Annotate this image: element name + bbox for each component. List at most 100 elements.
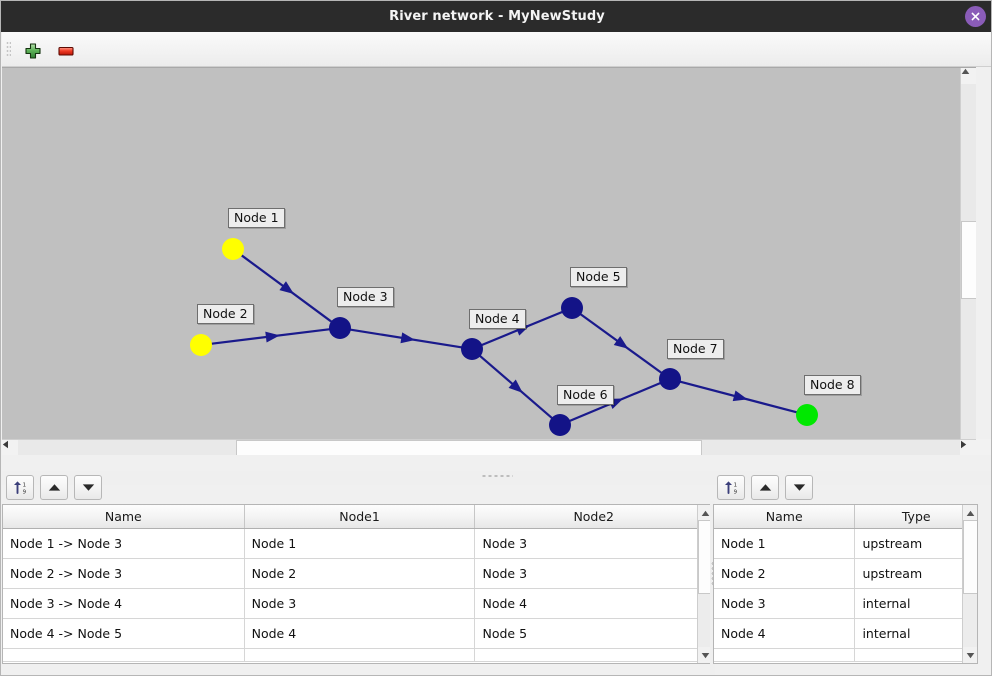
table-cell[interactable]: Node 2	[714, 558, 856, 589]
table-cell[interactable]: Node 4 -> Node 5	[3, 618, 245, 649]
nodes-toolbar: 1 9	[713, 473, 813, 501]
table-cell[interactable]: Node 3	[244, 588, 476, 619]
table-cell[interactable]: Node 2 -> Node 3	[3, 558, 245, 589]
reaches-move-down-button[interactable]	[74, 474, 102, 500]
table-cell[interactable]: Node 3	[714, 588, 856, 619]
graph-node[interactable]	[659, 368, 681, 390]
reaches-move-up-button[interactable]	[40, 474, 68, 500]
nodes-move-up-button[interactable]	[751, 474, 779, 500]
column-header-node2[interactable]: Node2	[474, 505, 712, 529]
graph-node-label[interactable]: Node 2	[197, 304, 254, 324]
nodes-move-down-button[interactable]	[785, 474, 813, 500]
table-cell[interactable]: internal	[854, 588, 977, 619]
graph-node-label[interactable]: Node 5	[570, 267, 627, 287]
vertical-pane-divider[interactable]	[710, 501, 715, 675]
edge-arrowhead	[732, 390, 748, 402]
table-cell[interactable]	[244, 648, 476, 662]
reaches-vertical-scrollbar[interactable]	[697, 505, 712, 663]
table-cell[interactable]: Node 2	[244, 558, 476, 589]
svg-text:1: 1	[733, 482, 736, 488]
table-cell[interactable]	[854, 648, 977, 662]
column-header-name[interactable]: Name	[3, 505, 245, 529]
table-cell[interactable]: upstream	[854, 558, 977, 589]
add-node-button[interactable]	[20, 38, 46, 64]
graph-node-label[interactable]: Node 1	[228, 208, 285, 228]
nodes-scroll-thumb[interactable]	[963, 520, 977, 594]
table-cell[interactable]: Node 1	[244, 528, 476, 559]
scroll-left-button[interactable]	[2, 440, 18, 455]
graph-node[interactable]	[461, 338, 483, 360]
scroll-up-button[interactable]	[961, 68, 976, 84]
graph-canvas-container: Node 1 Node 2 Node 3 Node 4 Node 5 Node 6 Node…	[2, 67, 991, 471]
table-cell[interactable]: Node 4	[714, 618, 856, 649]
table-cell[interactable]	[474, 648, 712, 662]
graph-node-label[interactable]: Node 6	[557, 385, 614, 405]
nodes-group	[190, 238, 818, 436]
table-cell[interactable]: Node 4	[244, 618, 476, 649]
column-header-name[interactable]: Name	[714, 505, 856, 529]
reaches-scroll-down-button[interactable]	[698, 647, 712, 663]
table-cell[interactable]: Node 4	[474, 588, 712, 619]
table-cell[interactable]: Node 1 -> Node 3	[3, 528, 245, 559]
scroll-thumb-vertical[interactable]	[961, 221, 976, 299]
nodes-sort-button[interactable]: 1 9	[717, 474, 745, 500]
graph-node-label[interactable]: Node 4	[469, 309, 526, 329]
canvas-vertical-scrollbar[interactable]	[960, 68, 976, 455]
scroll-thumb-horizontal[interactable]	[236, 440, 702, 455]
pane-divider-grip	[711, 561, 714, 587]
river-network-canvas[interactable]: Node 1 Node 2 Node 3 Node 4 Node 5 Node 6 Node…	[2, 67, 976, 455]
graph-node-label[interactable]: Node 7	[667, 339, 724, 359]
graph-node[interactable]	[561, 297, 583, 319]
table-cell[interactable]	[3, 648, 245, 662]
graph-node-label[interactable]: Node 8	[804, 375, 861, 395]
table-cell[interactable]: Node 1	[714, 528, 856, 559]
nodes-scroll-up-button[interactable]	[963, 505, 977, 521]
table-cell[interactable]: upstream	[854, 528, 977, 559]
scroll-right-button[interactable]	[960, 440, 976, 455]
table-cell[interactable]: Node 5	[474, 618, 712, 649]
move-down-icon	[82, 483, 94, 491]
delete-node-icon	[58, 46, 74, 56]
reaches-sort-button[interactable]: 1 9	[6, 474, 34, 500]
toolbar-drag-handle[interactable]	[6, 41, 11, 58]
edge-arrowhead	[265, 331, 280, 343]
close-window-button[interactable]	[965, 6, 986, 27]
chevron-right-icon	[961, 440, 967, 449]
graph-node-label[interactable]: Node 3	[337, 287, 394, 307]
graph-node[interactable]	[329, 317, 351, 339]
table-cell[interactable]: Node 3	[474, 558, 712, 589]
table-cell[interactable]: Node 3	[474, 528, 712, 559]
table-cell[interactable]	[714, 648, 856, 662]
reaches-scroll-up-button[interactable]	[698, 505, 712, 521]
table-cell[interactable]: internal	[854, 618, 977, 649]
canvas-horizontal-scrollbar[interactable]	[2, 439, 976, 455]
nodes-vertical-scrollbar[interactable]	[962, 505, 977, 663]
chevron-left-icon	[2, 440, 8, 449]
table-cell[interactable]: Node 3 -> Node 4	[3, 588, 245, 619]
reach-row-partial[interactable]	[3, 648, 712, 662]
graph-node[interactable]	[549, 414, 571, 436]
graph-node[interactable]	[796, 404, 818, 426]
nodes-scroll-down-button[interactable]	[963, 647, 977, 663]
reaches-scroll-thumb[interactable]	[698, 520, 712, 594]
delete-node-button[interactable]	[53, 38, 79, 64]
column-header-node1[interactable]: Node1	[244, 505, 476, 529]
move-up-icon	[759, 483, 771, 491]
graph-node[interactable]	[222, 238, 244, 260]
node-row-partial[interactable]	[714, 648, 977, 662]
column-header-type[interactable]: Type	[854, 505, 977, 529]
graph-node[interactable]	[190, 334, 212, 356]
